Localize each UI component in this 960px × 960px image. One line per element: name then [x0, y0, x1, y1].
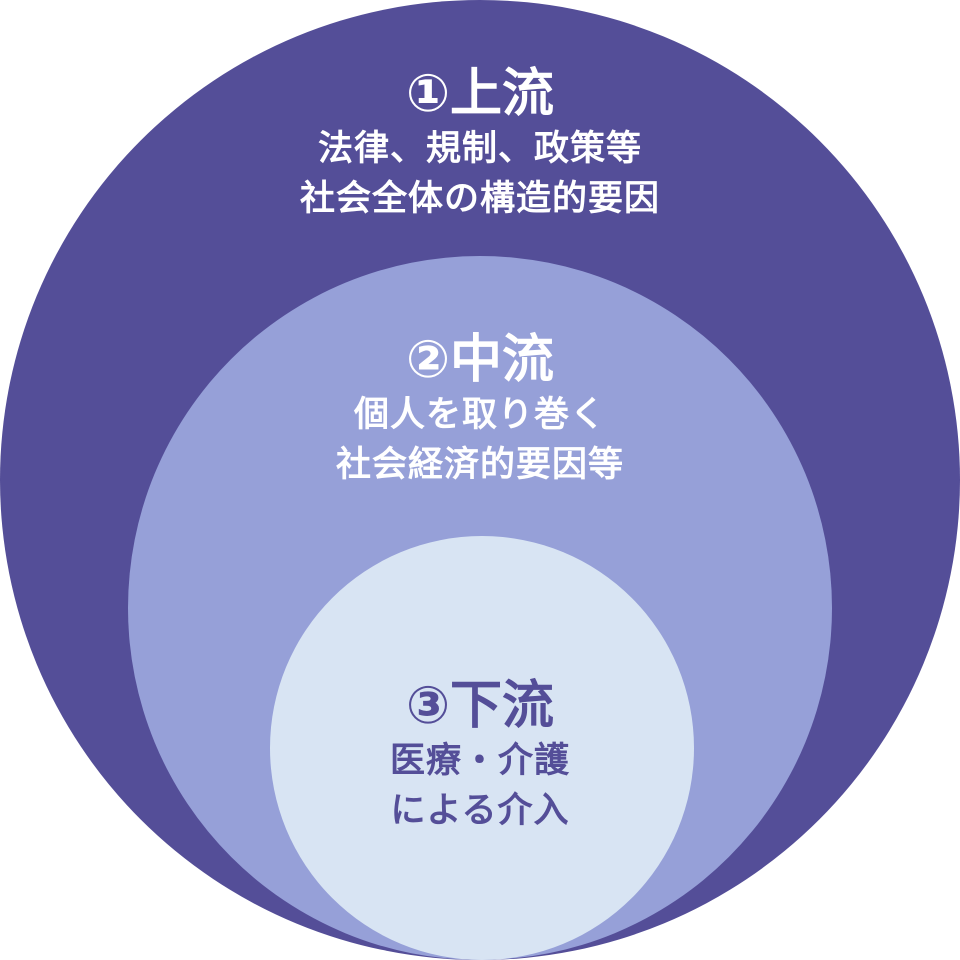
midstream-label: ②中流 個人を取り巻く 社会経済的要因等 — [0, 330, 960, 490]
downstream-line-2: による介入 — [390, 791, 570, 831]
midstream-title: ②中流 — [405, 330, 555, 390]
downstream-circle — [270, 536, 694, 960]
downstream-line-1: 医療・介護 — [389, 741, 570, 781]
upstream-line-1: 法律、規制、政策等 — [317, 129, 642, 169]
midstream-line-1: 個人を取り巻く — [353, 395, 606, 435]
upstream-line-2: 社会全体の構造的要因 — [299, 179, 660, 219]
upstream-title: ①上流 — [405, 64, 555, 124]
midstream-line-2: 社会経済的要因等 — [335, 445, 624, 485]
downstream-title: ③下流 — [405, 676, 555, 736]
downstream-label: ③下流 医療・介護 による介入 — [0, 676, 960, 836]
upstream-label: ①上流 法律、規制、政策等 社会全体の構造的要因 — [0, 64, 960, 224]
